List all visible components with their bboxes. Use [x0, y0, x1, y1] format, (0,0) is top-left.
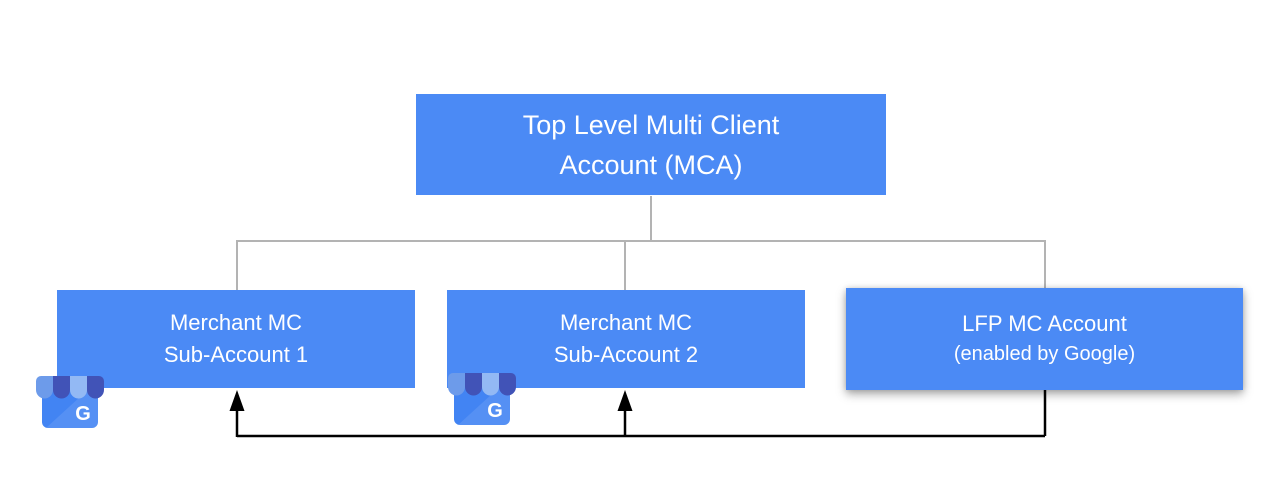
awning-stripe	[499, 373, 516, 396]
node-label-line: Merchant MC	[559, 310, 693, 335]
storefront-fold	[458, 383, 510, 425]
node-lfp-mc-account: LFP MC Account (enabled by Google)	[846, 288, 1243, 390]
node-label-line: Top Level Multi Client	[522, 109, 780, 140]
flow-arrowheads	[229, 390, 633, 411]
awning-stripe	[482, 373, 499, 396]
awning-stripe	[465, 373, 482, 396]
storefront-fold	[46, 386, 98, 428]
node-label-line: (enabled by Google)	[953, 343, 1136, 365]
google-business-profile-icon: G	[448, 373, 516, 425]
node-merchant-sub-account-1: Merchant MC Sub-Account 1	[57, 290, 415, 388]
node-label-line: Account (MCA)	[559, 149, 743, 180]
node-label-line: Sub-Account 1	[163, 342, 309, 367]
awning-stripe	[70, 376, 87, 399]
flow-arrows	[235, 390, 1047, 438]
node-label-line: Merchant MC	[169, 310, 303, 335]
awning-stripe	[53, 376, 70, 399]
node-merchant-sub-account-2: Merchant MC Sub-Account 2	[447, 290, 805, 388]
storefront-body	[42, 386, 98, 428]
awning-stripe	[448, 373, 465, 396]
node-top-level-mca: Top Level Multi Client Account (MCA)	[416, 94, 886, 195]
arrowhead-up-sub1	[229, 390, 245, 411]
awning-stripe	[87, 376, 104, 399]
arrowhead-up-sub2	[617, 390, 633, 411]
awning-stripe	[36, 376, 53, 399]
google-g-letter: G	[75, 403, 91, 425]
storefront-body	[454, 383, 510, 425]
node-label-line: Sub-Account 2	[553, 342, 699, 367]
google-business-profile-icon: G	[36, 376, 104, 428]
google-g-letter: G	[487, 400, 503, 422]
tree-connectors	[236, 196, 1046, 290]
node-label-line: LFP MC Account	[962, 311, 1127, 336]
